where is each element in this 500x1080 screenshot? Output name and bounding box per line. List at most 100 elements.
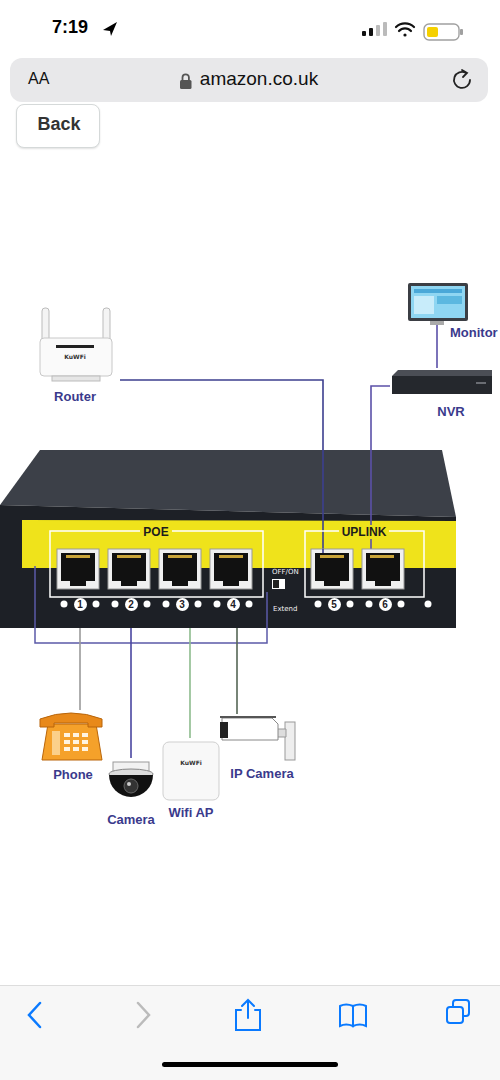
port-cable — [322, 450, 324, 549]
port-tab — [121, 581, 137, 586]
led — [315, 601, 322, 608]
led — [93, 601, 100, 608]
text-label: amazon.co.uk — [200, 68, 318, 90]
cable-connector — [236, 628, 238, 714]
status-leds — [61, 601, 432, 608]
port-pins — [168, 555, 192, 558]
wall-plate — [285, 722, 295, 760]
brand-mark: KuWFi — [180, 759, 202, 766]
port-pins — [117, 555, 141, 558]
text-label: AA — [28, 70, 49, 88]
battery-level — [427, 27, 438, 37]
wifi-arc — [399, 28, 411, 31]
port-group-label: UPLINK — [339, 525, 390, 539]
port-group-outline — [305, 531, 424, 597]
port-number: 4 — [227, 598, 240, 611]
key — [73, 740, 79, 744]
nvr-top — [392, 370, 492, 376]
port-frame — [362, 549, 404, 589]
led — [112, 601, 119, 608]
led — [61, 601, 68, 608]
device-label: NVR — [437, 404, 464, 419]
led — [144, 601, 151, 608]
book-page — [353, 1005, 366, 1027]
rj45-port — [362, 549, 404, 589]
wifi-ap-icon — [163, 742, 219, 800]
key — [73, 747, 79, 751]
led — [366, 601, 373, 608]
port-opening — [61, 553, 95, 581]
lock-icon — [180, 74, 192, 89]
switch-front — [0, 505, 456, 628]
device-label: Router — [54, 389, 96, 404]
led — [195, 601, 202, 608]
phone-body — [42, 724, 102, 760]
port-number: 2 — [125, 598, 138, 611]
phone-icon — [40, 713, 102, 760]
book-page — [340, 1005, 353, 1027]
toolbar-rule — [0, 985, 500, 986]
camera-lens — [124, 779, 138, 793]
port-opening — [214, 553, 248, 581]
led — [214, 601, 221, 608]
cable-connector — [436, 342, 438, 368]
key — [64, 733, 70, 737]
toggle-switch — [272, 579, 285, 589]
monitor-cable — [436, 325, 438, 342]
dome-camera: Camera — [98, 758, 164, 830]
forward-icon — [138, 1003, 149, 1027]
device-label: Camera — [107, 812, 155, 827]
port-pins — [320, 555, 344, 558]
port-tab — [70, 581, 86, 586]
port-tab — [223, 581, 239, 586]
share-icon — [236, 1000, 260, 1030]
port-cable — [322, 549, 324, 553]
battery-case — [424, 24, 459, 40]
device-label: IP Camera — [230, 766, 293, 781]
key — [82, 733, 88, 737]
status-time: 7:19 — [52, 17, 88, 38]
signal-bar — [369, 28, 373, 36]
battery-nub — [460, 29, 463, 35]
reload-arc — [454, 72, 470, 88]
port-pins — [370, 555, 394, 558]
port-tab — [324, 581, 340, 586]
rj45-port — [108, 549, 150, 589]
ip-camera: IP Camera — [218, 714, 302, 784]
router-slot — [56, 345, 94, 348]
switch-body — [0, 450, 456, 628]
reload-icon — [454, 70, 470, 88]
monitor-stand — [430, 321, 444, 325]
cable-connector — [189, 628, 191, 738]
key — [82, 740, 88, 744]
port-group-outline — [50, 531, 263, 597]
screen-bar — [414, 289, 462, 293]
camera-lens — [220, 722, 228, 738]
back-icon — [29, 1003, 40, 1027]
nvr-detail — [476, 382, 486, 384]
phone-display — [52, 731, 60, 755]
led — [347, 601, 354, 608]
key — [82, 747, 88, 751]
port-pins — [66, 555, 90, 558]
switch-label: OFF/ON — [272, 568, 299, 576]
brand-mark: KuWFi — [64, 353, 86, 360]
battery-icon — [424, 24, 463, 40]
text-label: Back — [37, 114, 80, 135]
lock-body — [180, 80, 192, 89]
monitor-screen — [411, 286, 465, 318]
port-group-label: POE — [140, 525, 171, 539]
bookmarks-icon — [340, 1005, 366, 1027]
lens-glint — [127, 782, 131, 786]
cable-connector — [371, 386, 390, 450]
cable-connector — [79, 628, 81, 710]
port-tab — [375, 581, 391, 586]
lock-shackle — [183, 74, 189, 81]
port-tab — [172, 581, 188, 586]
monitor-frame — [408, 283, 468, 321]
address-bar-ground — [10, 58, 488, 102]
share-arrow — [242, 1000, 254, 1018]
rj45-port — [159, 549, 201, 589]
wifi-ap: KuWFiWifi AP — [160, 738, 228, 822]
